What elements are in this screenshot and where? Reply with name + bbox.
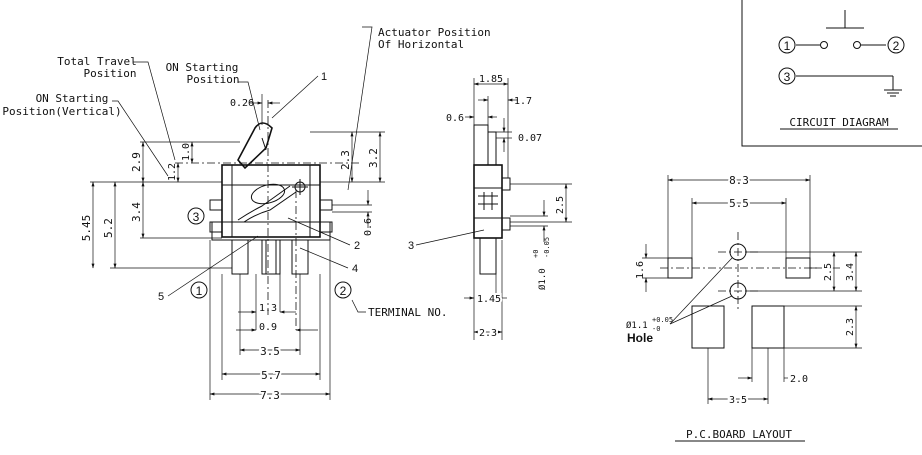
circuit-diagram-title: CIRCUIT DIAGRAM	[789, 116, 889, 129]
callout-on-vertical-line1: ON Starting	[36, 92, 109, 105]
callout-on-vertical-line2: Position(Vertical)	[2, 105, 121, 118]
hole-label: Hole	[627, 331, 653, 345]
dim-2-3: 2.3	[339, 150, 352, 170]
svg-text:1: 1	[196, 284, 203, 298]
callout-actuator-line1: Actuator Position	[378, 26, 491, 39]
callout-on-starting-line1: ON Starting	[166, 61, 239, 74]
svg-text:3: 3	[193, 210, 200, 224]
ground-symbol-icon	[884, 89, 902, 97]
dim-1-0: 1.0	[181, 143, 192, 161]
svg-text:1: 1	[784, 39, 791, 53]
svg-text:-0: -0	[652, 325, 660, 333]
pcb-layout: 8.3 5.5 1.6 2.5 3.4 2.3 2.0 3.5	[626, 172, 862, 442]
circuit-terminal-3: 3	[778, 67, 796, 85]
dim-1-3: 1.3	[259, 303, 277, 314]
svg-text:2: 2	[340, 284, 347, 298]
dim-2-5-pcb: 2.5	[823, 263, 834, 281]
part-number-4: 4	[352, 263, 358, 275]
dim-0-9: 0.9	[259, 322, 277, 333]
pcb-layout-title: P.C.BOARD LAYOUT	[686, 428, 792, 441]
dim-2-5-front: 2.5	[555, 196, 566, 214]
side-view: 5.45 5.2 3.4 2.9 1.2 1.0 2.3 3.2 0.6 0.2…	[2, 26, 491, 404]
dim-5-2: 5.2	[102, 218, 115, 238]
dim-3-5-pcb: 3.5	[729, 395, 747, 406]
terminal-marker-1: 1	[190, 281, 208, 299]
dim-0-07: 0.07	[518, 133, 542, 144]
dim-2-9: 2.9	[130, 152, 143, 172]
callout-total-travel-line1: Total Travel	[57, 55, 136, 68]
svg-text:Ø1.0: Ø1.0	[537, 268, 548, 290]
dim-1-45: 1.45	[477, 294, 501, 305]
circuit-terminal-1: 1	[778, 36, 796, 54]
circuit-diagram: 1 2 3 CIRCUIT DIAGRAM	[741, 0, 922, 147]
part-number-3: 3	[408, 240, 414, 252]
dim-5-7: 5.7	[261, 369, 281, 382]
callout-total-travel-line2: Position	[84, 67, 137, 80]
dim-7-3: 7.3	[260, 389, 280, 402]
dim-0-26: 0.26	[230, 98, 254, 109]
callout-terminal-no: TERMINAL NO.	[368, 306, 447, 319]
dim-3-4-pcb: 3.4	[845, 263, 856, 281]
part-number-2: 2	[354, 240, 360, 252]
terminal-marker-3: 3	[187, 207, 205, 225]
dim-3-2: 3.2	[367, 148, 380, 168]
dim-3-5: 3.5	[260, 345, 280, 358]
circuit-terminal-2: 2	[887, 36, 905, 54]
hole-dimension: Ø1.1 +0.05 -0	[626, 316, 673, 333]
dim-2-0: 2.0	[790, 374, 808, 385]
callout-actuator-line2: Of Horizontal	[378, 38, 464, 51]
part-number-1: 1	[321, 71, 327, 83]
svg-text:+0: +0	[532, 250, 540, 258]
svg-text:-0.05: -0.05	[543, 237, 551, 258]
dim-8-3: 8.3	[729, 174, 749, 187]
dim-1-0-tol: Ø1.0 +0 -0.05	[532, 237, 551, 290]
dim-0-6-front: 0.6	[446, 113, 464, 124]
dim-1-6: 1.6	[635, 261, 646, 279]
dim-2-3-pcb: 2.3	[845, 318, 856, 336]
dim-2-3-front: 2.3	[479, 328, 497, 339]
dim-5-5: 5.5	[729, 197, 749, 210]
svg-text:+0.05: +0.05	[652, 316, 673, 324]
svg-text:2: 2	[893, 39, 900, 53]
terminal-marker-2: 2	[334, 281, 352, 299]
front-view: 1.85 1.7 0.6 0.07 2.5 Ø1.0 +0 -0.05 1.	[408, 74, 572, 341]
part-number-5: 5	[158, 291, 164, 303]
dim-3-4: 3.4	[130, 202, 143, 222]
callout-on-starting-line2: Position	[187, 73, 240, 86]
dim-1-7: 1.7	[514, 96, 532, 107]
dim-5-45: 5.45	[80, 215, 93, 242]
dim-0-6: 0.6	[363, 218, 374, 236]
svg-text:3: 3	[784, 70, 791, 84]
svg-text:Ø1.1: Ø1.1	[626, 320, 648, 331]
dim-1-85: 1.85	[479, 74, 503, 85]
dim-1-2: 1.2	[167, 163, 178, 181]
